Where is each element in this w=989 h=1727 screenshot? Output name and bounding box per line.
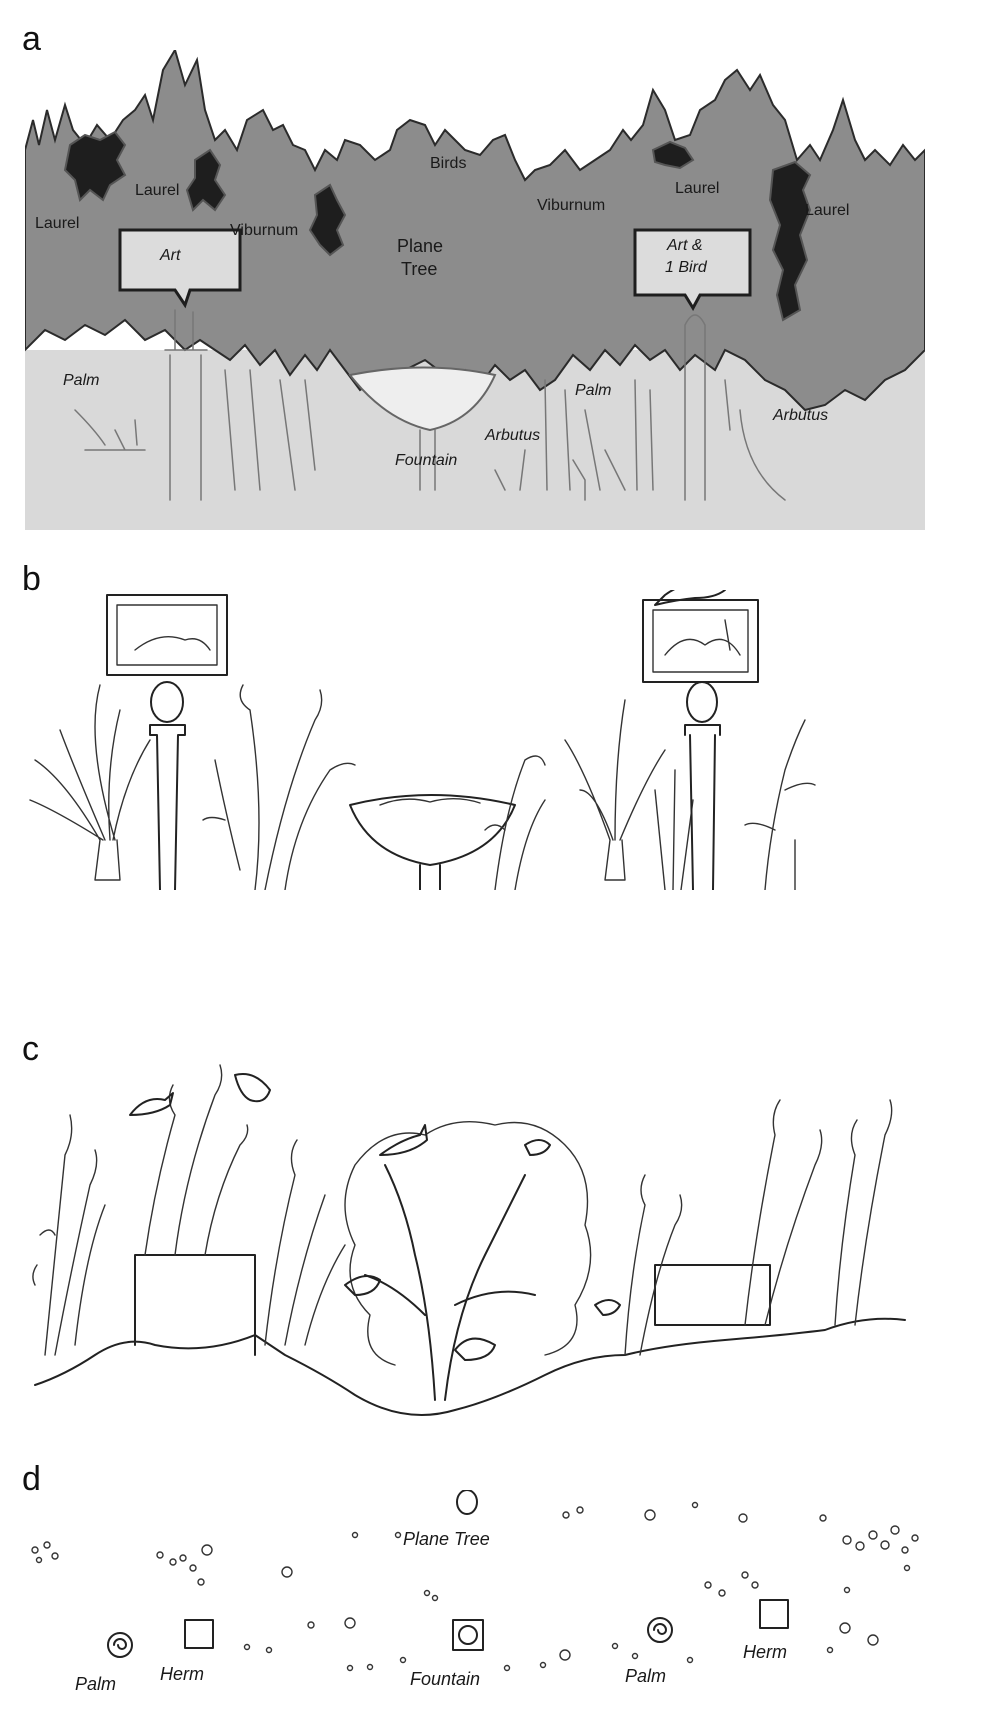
reeds-right: [654, 769, 694, 890]
fountain-basin: [349, 794, 516, 890]
plane-tree-symbol: [456, 1490, 478, 1515]
bird-7: [594, 1299, 621, 1316]
dark-foliage-5: [768, 160, 812, 322]
dark-foliage-1: [63, 130, 127, 202]
palm-plant-left: [29, 684, 151, 881]
herm-head-left: [150, 681, 184, 723]
bird-4: [524, 1139, 551, 1156]
label-palm-right: Palm: [625, 1666, 666, 1686]
bird-3: [379, 1124, 428, 1156]
label-herm-right: Herm: [743, 1642, 787, 1662]
herm-symbol-left: [184, 1619, 214, 1649]
label-viburnum-left: Viburnum: [230, 222, 298, 239]
palm-plant-right: [564, 699, 666, 881]
dark-foliage-2: [185, 148, 227, 212]
label-laurel-right: Laurel: [805, 202, 849, 219]
shrub-far-right: [834, 1099, 893, 1326]
panel-b-drawing: [29, 590, 816, 890]
herm-head-right: [686, 681, 718, 723]
label-laurel-center-left: Laurel: [135, 182, 179, 199]
fountain-symbol-inner: [458, 1625, 478, 1645]
reclining-figure-left: [134, 636, 211, 651]
panel-b-letter: b: [22, 560, 41, 598]
herm-symbol-right: [759, 1599, 789, 1629]
label-art-right-line1: Art &: [666, 237, 703, 254]
label-fountain: Fountain: [395, 452, 457, 469]
label-arbutus-right: Arbutus: [772, 407, 828, 424]
fountain-water: [379, 798, 481, 806]
dark-foliage-4: [651, 140, 695, 170]
label-viburnum-right: Viburnum: [537, 197, 605, 214]
fountain-stem: [419, 429, 436, 491]
shrub-center-right: [624, 1174, 683, 1356]
central-tree-foliage: [344, 1120, 592, 1366]
figure-right: [664, 619, 741, 656]
label-fountain: Fountain: [410, 1669, 480, 1689]
label-plane-tree: Plane Tree: [403, 1529, 490, 1549]
panel-c-drawing: [32, 1064, 906, 1416]
bird-5: [344, 1275, 381, 1296]
label-plane-tree-line1: Plane: [397, 236, 443, 256]
bush-center-right: [484, 755, 546, 890]
wall-panel-right: [654, 1264, 771, 1326]
palm-symbol-right: [647, 1617, 673, 1643]
leafy-stems-left: [202, 684, 356, 890]
panel-c-letter: c: [22, 1030, 39, 1068]
ground-sketch-strokes: [74, 369, 786, 501]
bird-1: [129, 1092, 174, 1116]
shrub-right: [744, 1099, 823, 1326]
label-plane-tree-line2: Tree: [401, 259, 437, 279]
label-art-right-line2: 1 Bird: [665, 259, 708, 276]
label-birds: Birds: [430, 155, 466, 172]
shrub-symbols: [31, 1501, 919, 1672]
herm-column-right: [684, 724, 721, 890]
art-board-left: [118, 228, 242, 309]
label-art-left: Art: [159, 247, 181, 264]
picture-frame-left: [106, 594, 228, 676]
ground-contour: [34, 1317, 906, 1416]
small-tree-right: [744, 719, 816, 890]
fountain-symbol-outer: [452, 1619, 484, 1651]
herm-column-left: [149, 724, 186, 890]
panel-d-letter: d: [22, 1460, 41, 1498]
label-palm-right: Palm: [575, 382, 611, 399]
picture-frame-right: [642, 599, 759, 683]
picture-inner-left: [116, 604, 218, 666]
dark-foliage-3: [308, 183, 347, 257]
art-board-right: [633, 228, 752, 312]
label-laurel-left: Laurel: [35, 215, 79, 232]
label-palm-left: Palm: [75, 1674, 116, 1694]
shrub-far-left: [32, 1114, 106, 1356]
label-palm-left: Palm: [63, 372, 99, 389]
bird-on-frame: [654, 590, 726, 606]
bird-6: [454, 1337, 496, 1361]
central-tree-trunk: [364, 1164, 536, 1401]
bird-2: [234, 1073, 271, 1103]
fountain-bowl: [348, 366, 497, 432]
palm-symbol-left: [107, 1632, 133, 1658]
herm-post-right: [684, 314, 706, 501]
wall-panel-left: [134, 1254, 256, 1356]
panel-d-plan: Plane Tree Palm Herm Fountain Palm Herm: [31, 1490, 919, 1694]
shrub-left: [144, 1064, 249, 1256]
picture-inner-right: [652, 609, 749, 673]
panel-a-letter: a: [22, 20, 41, 58]
label-herm-left: Herm: [160, 1664, 204, 1684]
herm-post-left: [164, 309, 208, 501]
shrub-center-left: [264, 1139, 346, 1346]
panel-a-diagram: Laurel Laurel Viburnum Art Birds Plane T…: [25, 50, 925, 530]
label-laurel-center-right: Laurel: [675, 180, 719, 197]
label-arbutus-center: Arbutus: [484, 427, 540, 444]
